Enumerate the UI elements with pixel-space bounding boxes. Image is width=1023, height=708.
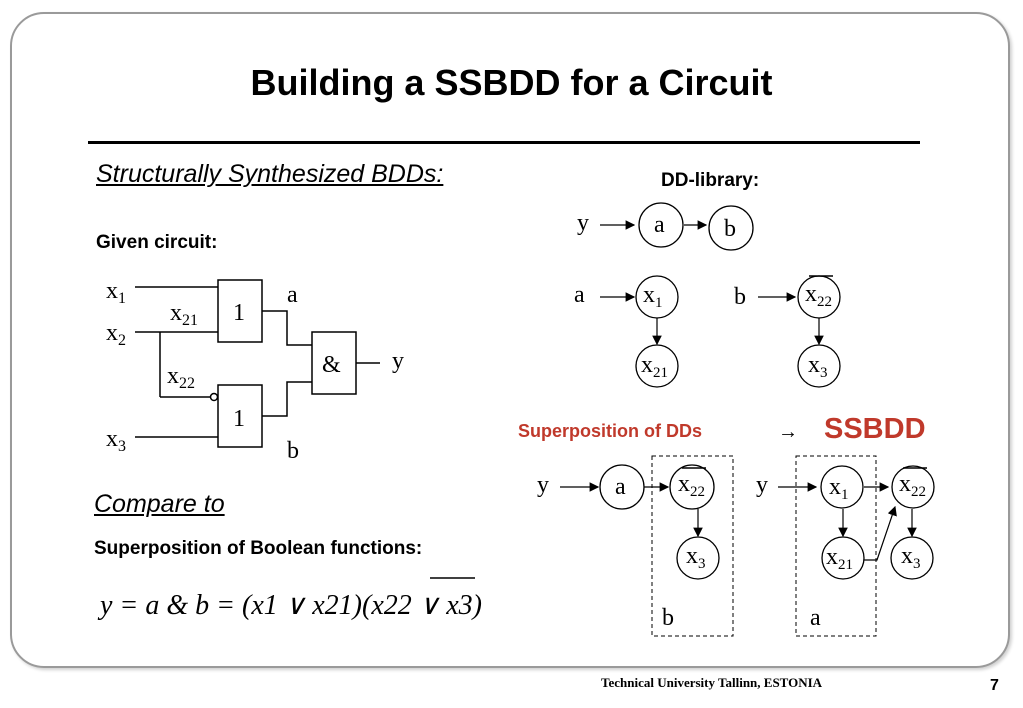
formula-text: y = a & b = (x1 ∨ x21)(x22 ∨ x3) — [100, 590, 482, 621]
gate-or1-label: 1 — [233, 300, 245, 326]
lib-node-x3 — [797, 344, 841, 388]
ssbdd-right-node-x1-label: x1 — [829, 474, 849, 503]
ssbdd-right-node-x3 — [890, 536, 934, 580]
ssbdd-right-box-label: a — [810, 605, 821, 631]
circuit-label-a: a — [287, 282, 298, 308]
lib-b-entry: b — [734, 284, 746, 310]
ssbdd-left-node-x22 — [669, 464, 715, 510]
ssbdd-left-node-a — [599, 464, 645, 510]
ssbdd-right-node-x22-label: x22 — [899, 471, 926, 500]
ssbdd-left-node-x3 — [676, 536, 720, 580]
ssbdd-left-node-a-label: a — [615, 474, 626, 500]
superposition-bool-label: Superposition of Boolean functions: — [94, 538, 423, 559]
dashed-box-a — [795, 455, 877, 637]
lib-y-entry: y — [577, 210, 589, 236]
dashed-box-b — [651, 455, 734, 637]
circuit-label-b: b — [287, 438, 299, 464]
lib-node-a-label: a — [654, 212, 665, 238]
lib-node-x3-label: x3 — [808, 352, 828, 381]
circuit-branch-x21: x21 — [170, 300, 198, 329]
dd-library-edges — [600, 220, 824, 346]
circuit-input-x1: x1 — [106, 278, 126, 307]
ssbdd-left-node-x3-label: x3 — [686, 543, 706, 572]
circuit-label-y: y — [392, 348, 404, 374]
ssbdd-right-node-x22 — [891, 465, 935, 509]
slide-title: Building a SSBDD for a Circuit — [250, 62, 773, 103]
lib-node-x1 — [635, 275, 679, 319]
ssbdd-left-entry: y — [537, 472, 549, 498]
superposition-dds-label: Superposition of DDs — [518, 421, 702, 441]
title-rule — [88, 141, 920, 144]
lib-node-b-label: b — [724, 216, 736, 242]
ssbdd-label: SSBDD — [824, 413, 926, 445]
ssbdd-right-node-x21 — [821, 536, 865, 580]
page-number: 7 — [990, 677, 999, 694]
lib-node-a — [638, 202, 684, 248]
lib-node-x1-label: x1 — [643, 282, 663, 311]
footer-text: Technical University Tallinn, ESTONIA — [601, 675, 823, 690]
circuit-input-x3: x3 — [106, 426, 126, 455]
wire-b — [262, 381, 312, 417]
compare-to-label: Compare to — [94, 490, 225, 518]
lib-node-x21 — [635, 344, 679, 388]
ssbdd-right-entry: y — [756, 472, 768, 498]
circuit-diagram — [135, 279, 380, 448]
lib-node-x22-label: x22 — [805, 281, 832, 310]
given-circuit-label: Given circuit: — [96, 232, 218, 253]
ssbdd-left-node-x22-label: x22 — [678, 471, 705, 500]
arrow-symbol: → — [778, 421, 798, 443]
ssbdd-edges — [560, 482, 917, 561]
subtitle: Structurally Synthesized BDDs: — [96, 160, 444, 188]
gate-or2-label: 1 — [233, 406, 245, 432]
gate-and-label: & — [322, 352, 341, 378]
ssbdd-right-node-x3-label: x3 — [901, 543, 921, 572]
boolean-formula: y = a & b = (x1 ∨ x21)(x22 ∨ x3) — [100, 588, 482, 622]
circuit-branch-x22: x22 — [167, 363, 195, 392]
wire-a — [262, 310, 312, 346]
inverter-bubble — [209, 392, 219, 402]
lib-node-x21-label: x21 — [641, 352, 668, 381]
lib-node-b — [708, 205, 754, 251]
dd-library-label: DD-library: — [661, 170, 760, 191]
ssbdd-right-node-x1 — [820, 465, 864, 509]
ssbdd-right-node-x21-label: x21 — [826, 544, 853, 573]
lib-a-entry: a — [574, 282, 585, 308]
ssbdd-left-box-label: b — [662, 605, 674, 631]
circuit-input-x2: x2 — [106, 320, 126, 349]
